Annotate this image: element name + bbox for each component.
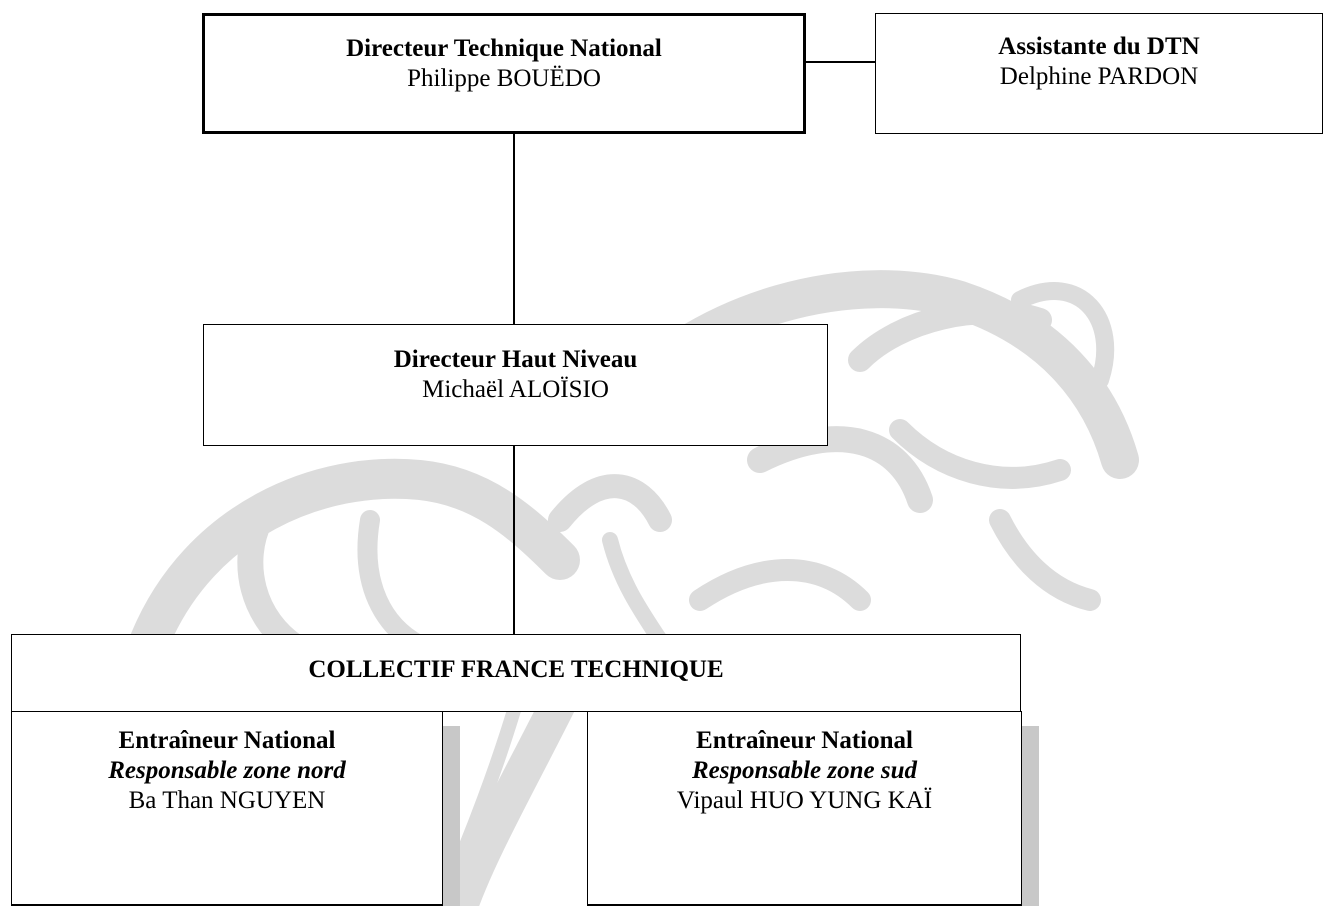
coach-north-role: Responsable zone nord xyxy=(108,757,346,784)
coach-south-box: Entraîneur National Responsable zone sud… xyxy=(587,711,1022,906)
dhn-name: Michaël ALOÏSIO xyxy=(422,376,609,403)
coach-north-name: Ba Than NGUYEN xyxy=(128,787,326,814)
coach-south-title: Entraîneur National xyxy=(696,727,913,754)
connector-dtn-dhn xyxy=(513,133,515,325)
coach-south-name: Vipaul HUO YUNG KAÏ xyxy=(676,787,933,814)
coach-south-shadow xyxy=(1021,726,1039,906)
coach-north-bottom-border xyxy=(11,904,443,906)
assistant-name: Delphine PARDON xyxy=(999,63,1199,90)
dhn-title: Directeur Haut Niveau xyxy=(393,346,638,373)
assistant-box: Assistante du DTN Delphine PARDON xyxy=(875,13,1323,134)
dtn-title: Directeur Technique National xyxy=(346,35,662,62)
connector-dhn-collective xyxy=(513,445,515,635)
coach-north-box: Entraîneur National Responsable zone nor… xyxy=(11,711,443,906)
dtn-box: Directeur Technique National Philippe BO… xyxy=(202,13,806,134)
dtn-name: Philippe BOUËDO xyxy=(407,65,601,92)
connector-dtn-assistant xyxy=(805,61,876,63)
coach-north-shadow xyxy=(442,726,460,906)
coach-south-bottom-border xyxy=(587,904,1022,906)
assistant-title: Assistante du DTN xyxy=(998,33,1200,60)
collective-title: COLLECTIF FRANCE TECHNIQUE xyxy=(308,656,724,683)
collective-header: COLLECTIF FRANCE TECHNIQUE xyxy=(11,634,1021,712)
dhn-box: Directeur Haut Niveau Michaël ALOÏSIO xyxy=(203,324,828,446)
coach-north-title: Entraîneur National xyxy=(118,727,336,754)
coach-south-role: Responsable zone sud xyxy=(691,757,918,784)
